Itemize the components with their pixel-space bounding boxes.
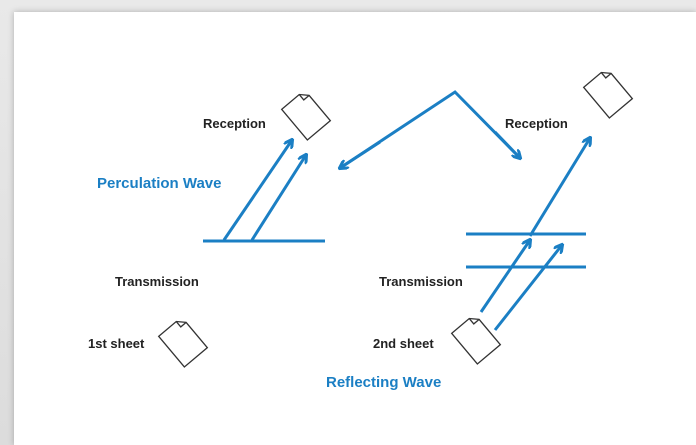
reception-label-right: Reception [505, 116, 568, 131]
reflecting-arrows [479, 138, 590, 331]
document-icon [280, 93, 332, 141]
transmission-label-left: Transmission [115, 274, 199, 289]
transmission-label-right: Transmission [379, 274, 463, 289]
reflection-arrow [340, 90, 520, 168]
reception-label-left: Reception [203, 116, 266, 131]
sheet2-label: 2nd sheet [373, 336, 434, 351]
document-icon [582, 71, 634, 119]
sheet-lines-right [466, 232, 586, 269]
reflecting-wave-label: Reflecting Wave [326, 374, 441, 391]
diagram-panel [14, 12, 696, 445]
perculation-wave-label: Perculation Wave [97, 175, 221, 192]
document-icon [450, 317, 502, 365]
document-icon [157, 320, 209, 368]
perculation-arrows [222, 140, 306, 241]
sheet1-label: 1st sheet [88, 336, 145, 351]
